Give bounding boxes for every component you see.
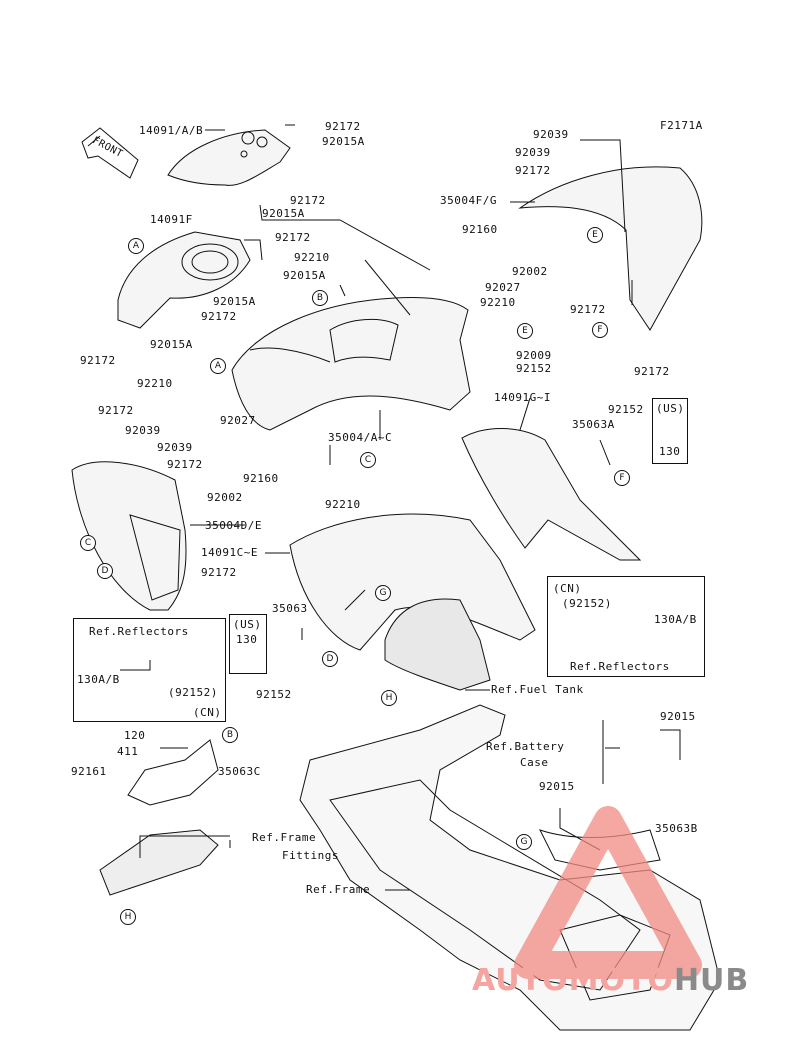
part-92015: 92015	[539, 780, 575, 793]
ref-battery: Ref.Battery	[486, 740, 565, 753]
region-us: (US)	[656, 402, 685, 415]
part-92172: 92172	[290, 194, 326, 207]
callout-a: A	[128, 238, 144, 254]
callout-c: C	[360, 452, 376, 468]
part-92027: 92027	[220, 414, 256, 427]
us-variant-box	[229, 614, 267, 674]
callout-f: F	[592, 322, 608, 338]
part-411: 411	[117, 745, 139, 758]
part-92210: 92210	[480, 296, 516, 309]
part-130: 130	[236, 633, 258, 646]
front-arrow-icon	[81, 127, 139, 179]
part-92172: 92172	[275, 231, 311, 244]
callout-a: A	[210, 358, 226, 374]
part-130: 130	[659, 445, 681, 458]
part-130a-b: 130A/B	[77, 673, 120, 686]
part-120: 120	[124, 729, 146, 742]
part-92015a: 92015A	[322, 135, 365, 148]
part-92015a: 92015A	[262, 207, 305, 220]
part-92015a: 92015A	[213, 295, 256, 308]
part-92172: 92172	[80, 354, 116, 367]
part-92210: 92210	[294, 251, 330, 264]
part-92172: 92172	[325, 120, 361, 133]
part-92172: 92172	[515, 164, 551, 177]
part-35063: 35063	[272, 602, 308, 615]
part-35063a: 35063A	[572, 418, 615, 431]
part-35004d-e: 35004D/E	[205, 519, 262, 532]
part-35063c: 35063C	[218, 765, 261, 778]
cn-reflectors-box	[73, 618, 226, 722]
callout-h: H	[381, 690, 397, 706]
part-130a-b: 130A/B	[654, 613, 697, 626]
part-92002: 92002	[207, 491, 243, 504]
part-14091c-e: 14091C~E	[201, 546, 258, 559]
part-92039: 92039	[157, 441, 193, 454]
ref-frame-fittings: Ref.Frame	[252, 831, 317, 844]
part-92015: 92015	[660, 710, 696, 723]
part-92160: 92160	[462, 223, 498, 236]
part-35004f-g: 35004F/G	[440, 194, 497, 207]
watermark-logo	[514, 806, 702, 979]
ref-frame-fittings-line2: Fittings	[282, 849, 339, 862]
ref-frame: Ref.Frame	[306, 883, 371, 896]
ref-fuel-tank: Ref.Fuel Tank	[491, 683, 584, 696]
callout-e: E	[587, 227, 603, 243]
part-92172: 92172	[201, 310, 237, 323]
watermark-part1: AUTOMOTO	[472, 963, 674, 998]
callout-f: F	[614, 470, 630, 486]
region-cn: (CN)	[553, 582, 582, 595]
part-92172: 92172	[570, 303, 606, 316]
callout-h: H	[120, 909, 136, 925]
part-92152-paren: (92152)	[562, 597, 612, 610]
part-92039: 92039	[515, 146, 551, 159]
part-92015a: 92015A	[150, 338, 193, 351]
watermark-text: AUTOMOTOHUB	[472, 963, 749, 998]
part-92152: 92152	[516, 362, 552, 375]
part-92039: 92039	[125, 424, 161, 437]
part-14091g-i: 14091G~I	[494, 391, 551, 404]
ref-battery-case: Case	[520, 756, 549, 769]
region-us: (US)	[233, 618, 262, 631]
callout-g: G	[375, 585, 391, 601]
region-cn: (CN)	[193, 706, 222, 719]
part-92161: 92161	[71, 765, 107, 778]
part-92152-paren: (92152)	[168, 686, 218, 699]
part-92002: 92002	[512, 265, 548, 278]
callout-b: B	[312, 290, 328, 306]
part-14091f: 14091F	[150, 213, 193, 226]
part-92172: 92172	[201, 566, 237, 579]
part-92027: 92027	[485, 281, 521, 294]
part-92210: 92210	[325, 498, 361, 511]
callout-d: D	[97, 563, 113, 579]
ref-reflectors: Ref.Reflectors	[570, 660, 670, 673]
diagram-code: F2171A	[660, 119, 703, 132]
callout-g: G	[516, 834, 532, 850]
part-92160: 92160	[243, 472, 279, 485]
us-variant-box	[652, 398, 688, 464]
part-92009: 92009	[516, 349, 552, 362]
part-92172: 92172	[634, 365, 670, 378]
watermark-part2: HUB	[673, 963, 750, 998]
part-92172: 92172	[167, 458, 203, 471]
callout-d: D	[322, 651, 338, 667]
part-35004-a-c: 35004/A~C	[328, 431, 393, 444]
part-92210: 92210	[137, 377, 173, 390]
callout-b: B	[222, 727, 238, 743]
callout-e: E	[517, 323, 533, 339]
part-92152: 92152	[256, 688, 292, 701]
part-92172: 92172	[98, 404, 134, 417]
part-14091-a-b: 14091/A/B	[139, 124, 204, 137]
part-92152: 92152	[608, 403, 644, 416]
part-35063b: 35063B	[655, 822, 698, 835]
ref-reflectors: Ref.Reflectors	[89, 625, 189, 638]
part-92015a: 92015A	[283, 269, 326, 282]
callout-c: C	[80, 535, 96, 551]
cn-reflectors-box	[547, 576, 705, 677]
part-92039: 92039	[533, 128, 569, 141]
